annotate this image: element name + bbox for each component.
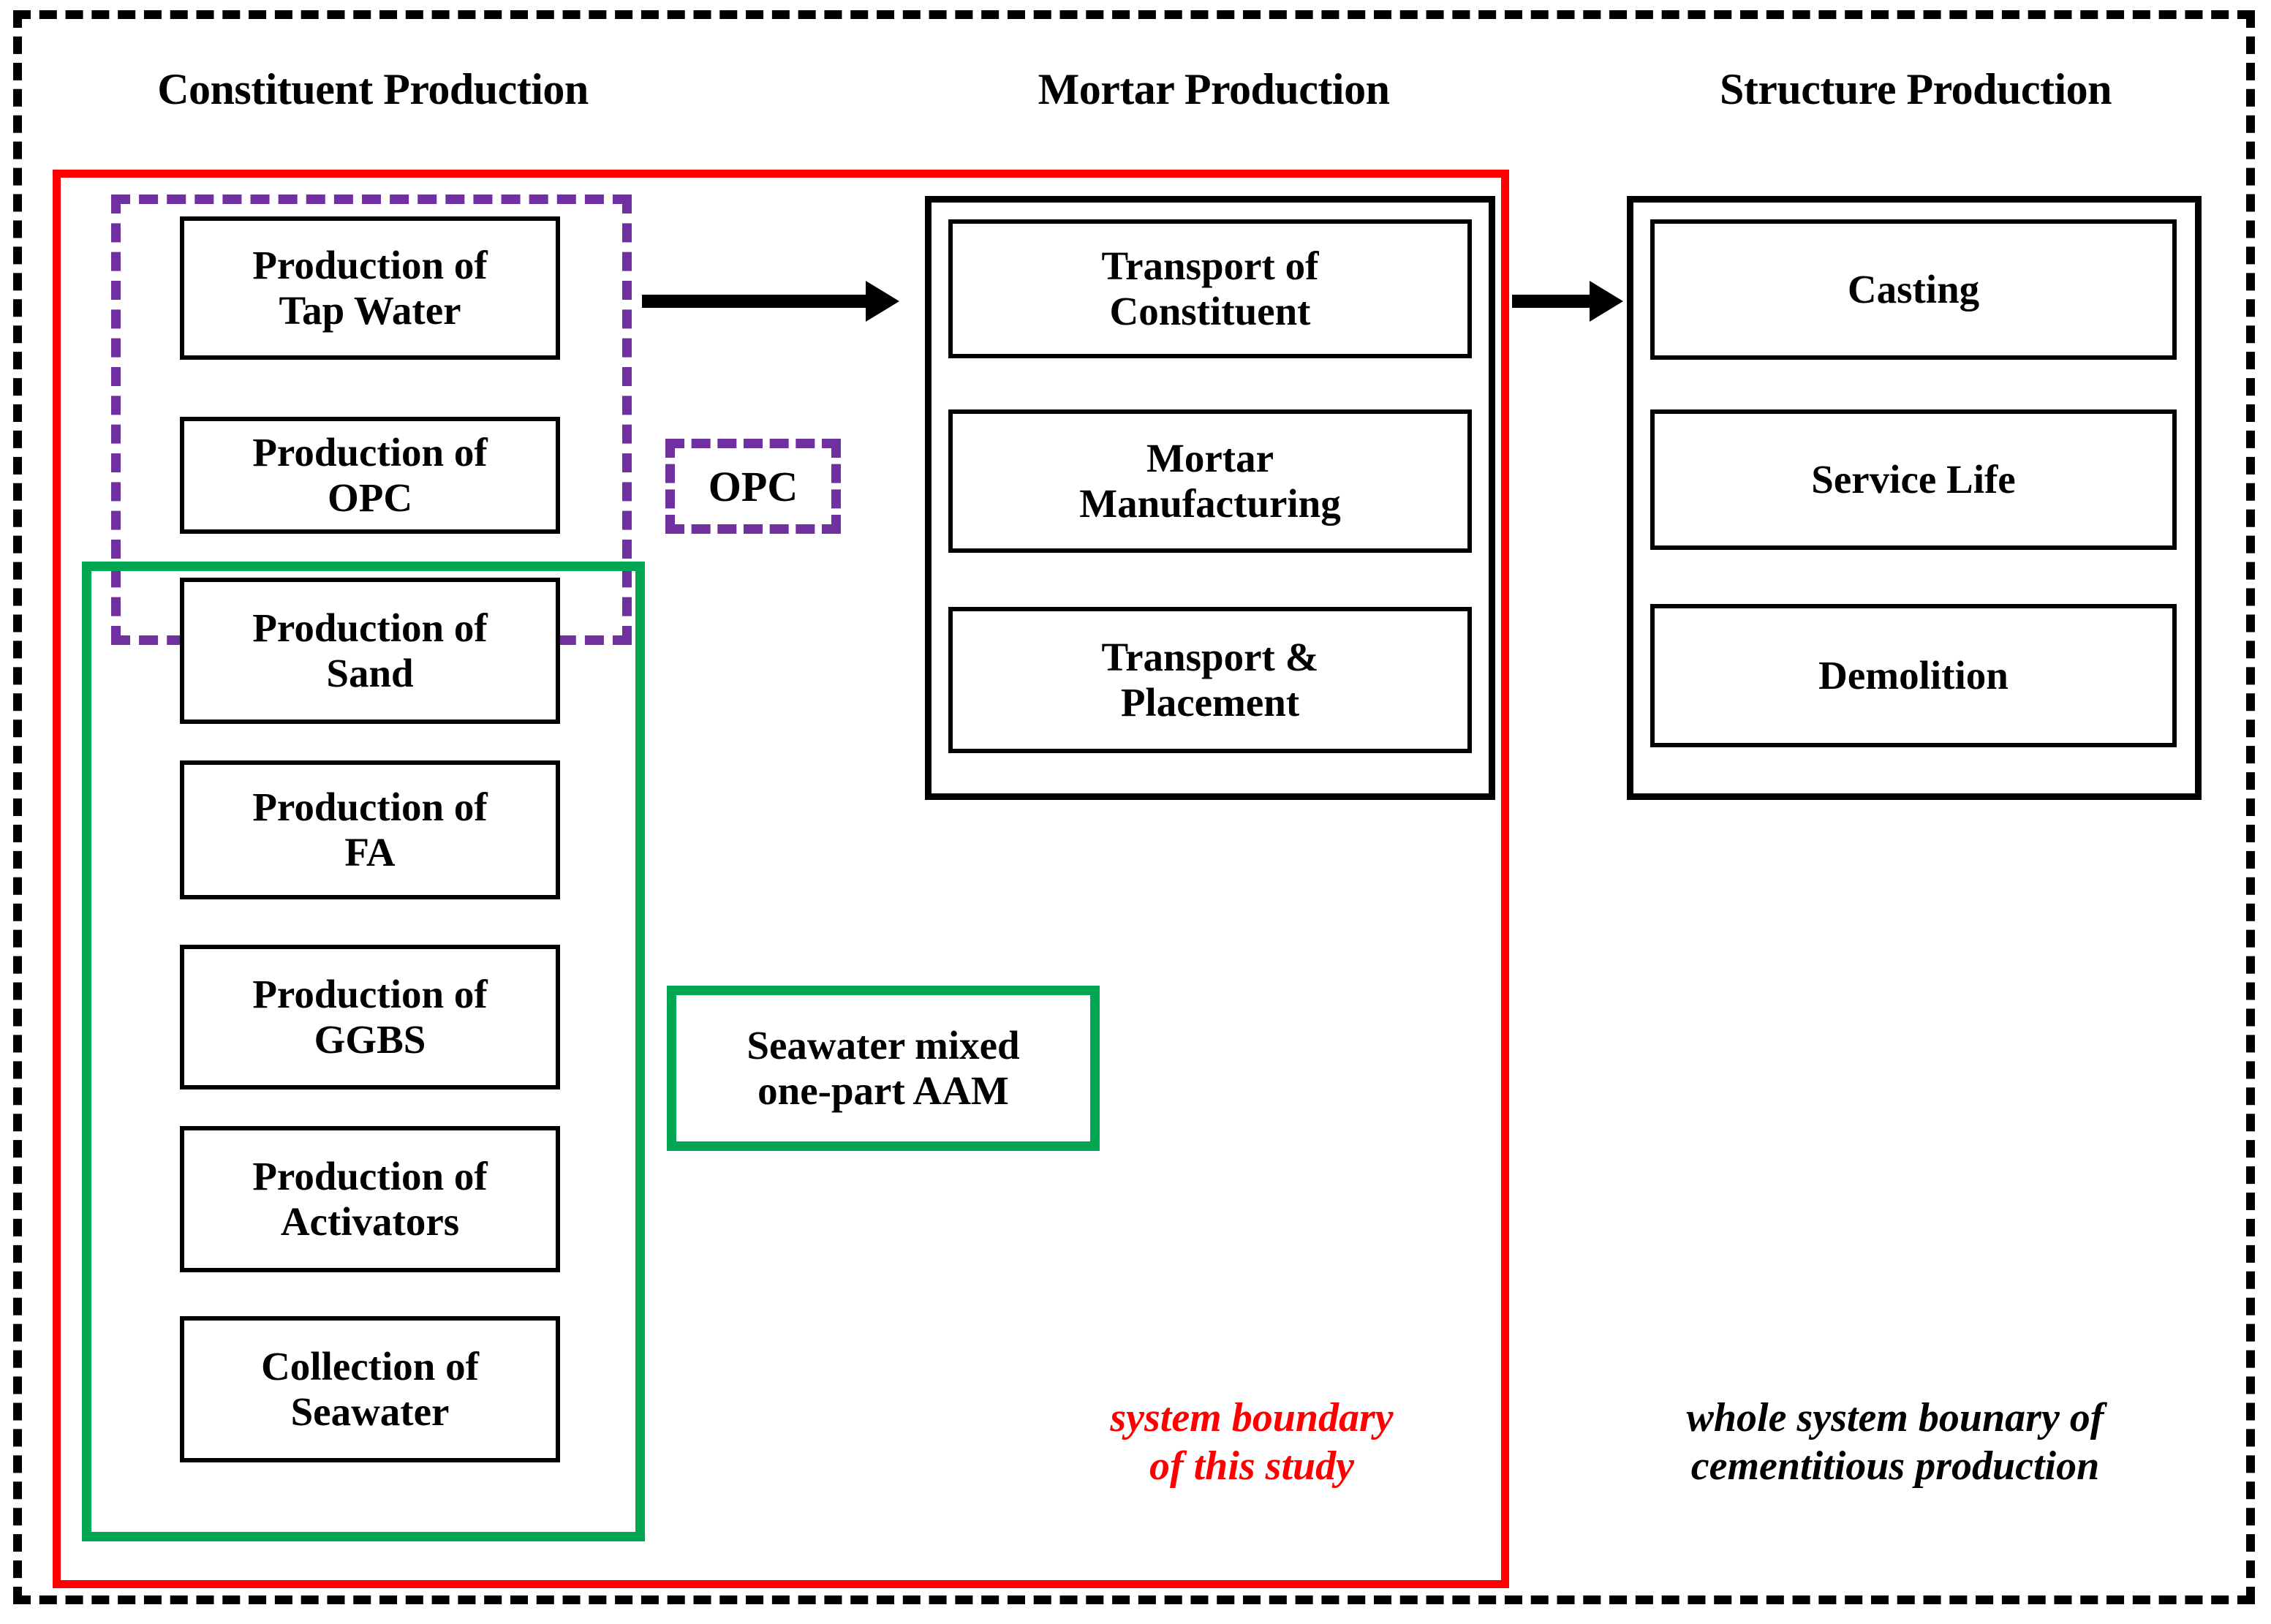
column-header-mortar-production: Mortar Production	[1038, 65, 1390, 113]
process-box-production-of-activators[interactable]: Production of Activators	[180, 1126, 560, 1272]
arrow-head	[866, 281, 899, 322]
arrow-head	[1590, 281, 1623, 322]
process-box-demolition[interactable]: Demolition	[1650, 604, 2177, 747]
column-header-structure-production: Structure Production	[1719, 65, 2112, 113]
process-box-production-of-ggbs[interactable]: Production of GGBS	[180, 945, 560, 1089]
arrow-shaft	[1512, 295, 1590, 308]
process-box-production-of-fa[interactable]: Production of FA	[180, 760, 560, 899]
whole-system-boundary-outline	[13, 10, 2255, 1604]
process-box-casting[interactable]: Casting	[1650, 219, 2177, 360]
seawater-aam-group-outline	[82, 562, 645, 1541]
process-box-collection-of-seawater[interactable]: Collection of Seawater	[180, 1316, 560, 1462]
process-box-production-of-tap-water[interactable]: Production of Tap Water	[180, 216, 560, 360]
process-box-mortar-manufacturing[interactable]: Mortar Manufacturing	[948, 409, 1472, 553]
process-box-production-of-opc[interactable]: Production of OPC	[180, 417, 560, 534]
legend-opc-chip: OPC	[665, 439, 841, 534]
study-system-boundary-outline	[53, 170, 1509, 1588]
process-box-production-of-sand[interactable]: Production of Sand	[180, 578, 560, 724]
process-box-service-life[interactable]: Service Life	[1650, 409, 2177, 550]
arrow-shaft	[642, 295, 866, 308]
process-box-transport-and-placement[interactable]: Transport & Placement	[948, 607, 1472, 753]
process-box-transport-of-constituent[interactable]: Transport of Constituent	[948, 219, 1472, 358]
column-header-constituent-production: Constituent Production	[157, 65, 589, 113]
legend-opc-label: OPC	[708, 462, 798, 510]
legend-seawater-aam-chip: Seawater mixed one-part AAM	[667, 986, 1100, 1151]
legend-seawater-aam-label: Seawater mixed one-part AAM	[747, 1023, 1020, 1113]
caption-system-boundary-of-this-study: system boundary of this study	[1110, 1395, 1394, 1489]
caption-whole-system-boundary: whole system bounary of cementitious pro…	[1686, 1395, 2104, 1489]
